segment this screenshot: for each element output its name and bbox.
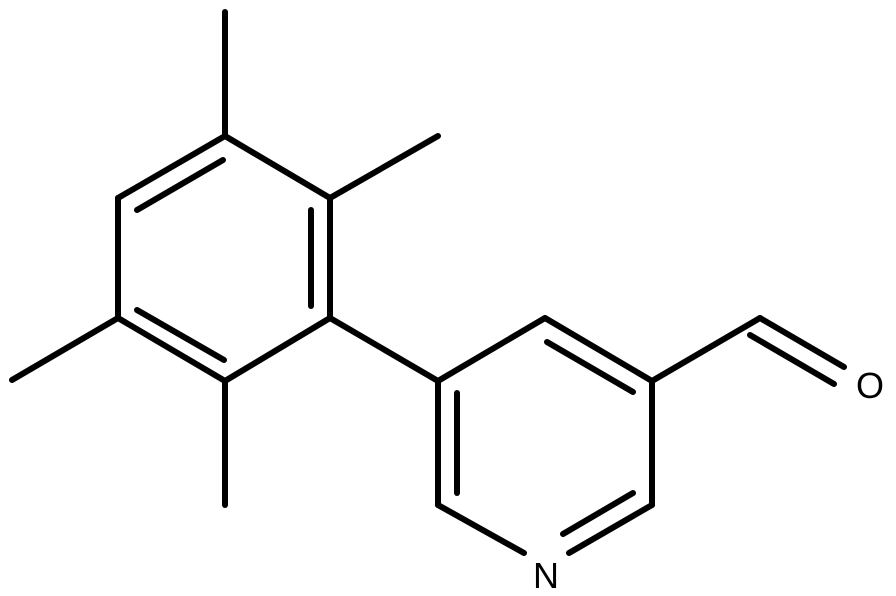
bond-c3-c4-inner: [134, 307, 227, 363]
bond-c1-c2-inner: [134, 157, 226, 213]
bond-p2-p3-inner: [544, 339, 636, 395]
methyl-left: [9, 315, 121, 383]
methyl-groups: [9, 9, 441, 508]
bond-p4-n: [566, 502, 655, 556]
bond-c6-c1: [222, 133, 333, 201]
aldehyde-group: [649, 315, 847, 387]
bond-p4-n-inner: [560, 490, 636, 537]
bond-c-o: [757, 315, 847, 370]
benzene-ring: [115, 133, 333, 384]
bond-n-p6: [435, 502, 527, 556]
bond-p1-p2: [435, 315, 548, 384]
bond-c3-c4: [115, 315, 228, 384]
pyridine-ring: [435, 315, 655, 556]
bond-c1-c2: [115, 133, 228, 201]
bond-p2-p3: [542, 315, 655, 384]
methyl-top-right: [327, 133, 441, 201]
bond-c4-c5: [222, 315, 333, 384]
bond-c-o-double: [747, 332, 837, 387]
biaryl-bond: [327, 315, 441, 384]
atom-label-oxygen: O: [856, 365, 884, 406]
bond-ring-cho: [649, 315, 763, 384]
atom-label-nitrogen: N: [533, 555, 559, 596]
